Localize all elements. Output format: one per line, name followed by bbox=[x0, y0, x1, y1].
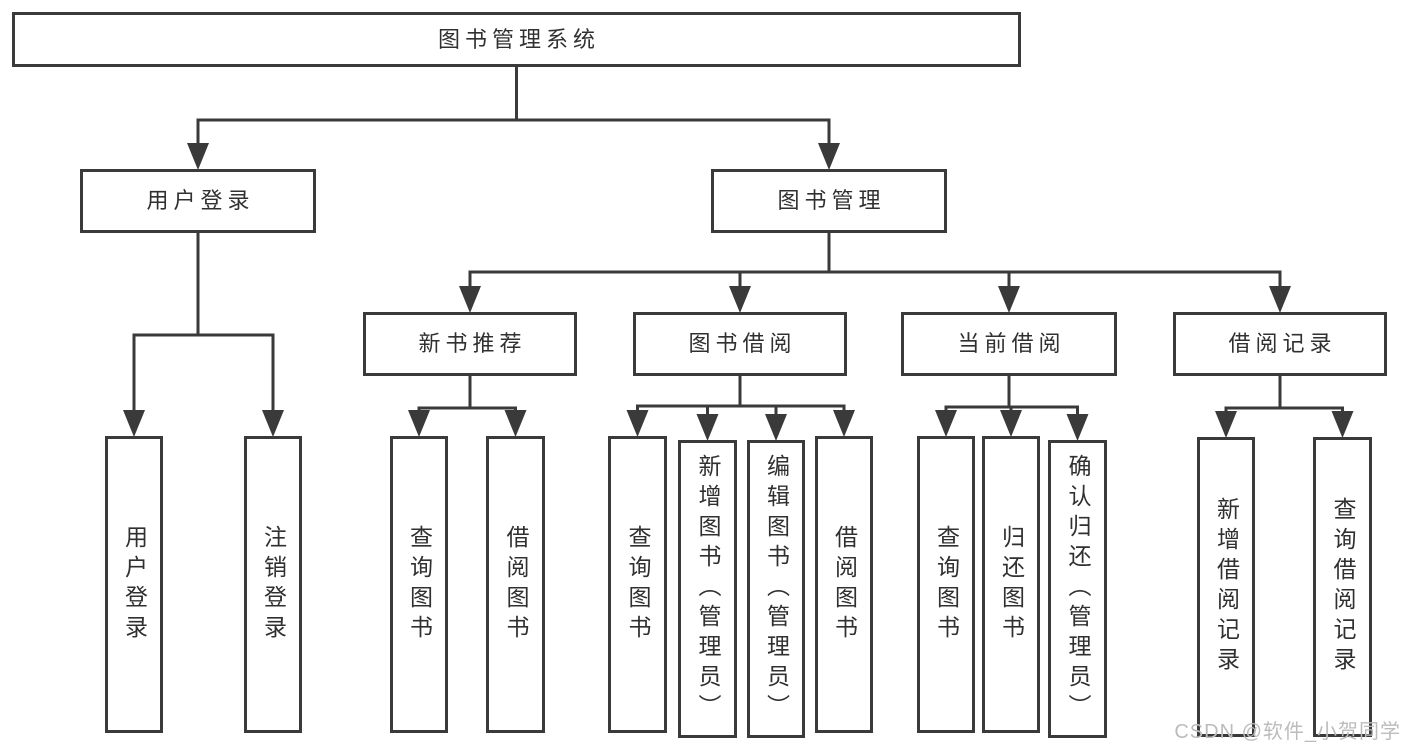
box-new-book-recommendation-label: 新书推荐 bbox=[418, 331, 527, 356]
arrowhead-icon bbox=[626, 410, 649, 437]
box-borrowing-records-label: 借阅记录 bbox=[1228, 331, 1337, 356]
leaf-add-books-admin: 新增图书（管理员） bbox=[678, 440, 737, 738]
arrowhead-icon bbox=[729, 286, 751, 313]
leaf-borrow-books-borrow: 借阅图书 bbox=[815, 436, 873, 733]
arrowhead-icon bbox=[459, 286, 481, 313]
leaf-query-books-current: 查询图书 bbox=[917, 436, 975, 733]
box-library-system: 图书管理系统 bbox=[12, 12, 1021, 67]
leaf-return-books: 归还图书 bbox=[982, 436, 1040, 733]
leaf-confirm-return-admin-label: 确认归还（管理员） bbox=[1065, 454, 1091, 724]
box-user-login-label: 用户登录 bbox=[146, 188, 255, 213]
arrowhead-icon bbox=[504, 410, 527, 437]
arrowhead-icon bbox=[1000, 410, 1022, 437]
leaf-return-books-label: 归还图书 bbox=[998, 524, 1025, 645]
box-new-book-recommendation: 新书推荐 bbox=[363, 312, 577, 376]
arrowhead-icon bbox=[187, 143, 209, 170]
leaf-confirm-return-admin: 确认归还（管理员） bbox=[1048, 440, 1107, 738]
arrowhead-icon bbox=[833, 410, 855, 437]
watermark: CSDN @软件_小贺同学 bbox=[1174, 721, 1401, 743]
box-book-management-label: 图书管理 bbox=[777, 188, 886, 213]
box-book-borrowing: 图书借阅 bbox=[633, 312, 847, 376]
arrowhead-icon bbox=[935, 410, 957, 437]
leaf-query-borrow-record-label: 查询借阅记录 bbox=[1330, 497, 1356, 677]
leaf-borrow-books-recommend: 借阅图书 bbox=[486, 436, 545, 733]
box-book-management: 图书管理 bbox=[711, 169, 947, 233]
box-current-borrowing-label: 当前借阅 bbox=[957, 331, 1066, 356]
leaf-query-borrow-record: 查询借阅记录 bbox=[1313, 437, 1372, 737]
arrowhead-icon bbox=[408, 410, 430, 437]
arrowhead-icon bbox=[818, 143, 840, 170]
box-current-borrowing: 当前借阅 bbox=[901, 312, 1117, 376]
leaf-add-books-admin-label: 新增图书（管理员） bbox=[695, 454, 721, 724]
arrowhead-icon bbox=[123, 410, 145, 437]
leaf-borrow-books-recommend-label: 借阅图书 bbox=[503, 524, 529, 645]
box-book-borrowing-label: 图书借阅 bbox=[688, 331, 797, 356]
leaf-borrow-books-borrow-label: 借阅图书 bbox=[831, 524, 858, 645]
arrowhead-icon bbox=[1269, 286, 1291, 313]
leaf-query-books-current-label: 查询图书 bbox=[933, 524, 960, 645]
leaf-query-books-borrow: 查询图书 bbox=[608, 436, 667, 733]
leaf-user-login: 用户登录 bbox=[105, 436, 163, 733]
arrowhead-icon bbox=[765, 414, 787, 441]
arrowhead-icon bbox=[1066, 414, 1089, 441]
arrowhead-icon bbox=[1331, 411, 1354, 438]
arrowhead-icon bbox=[998, 286, 1020, 313]
leaf-query-books-borrow-label: 查询图书 bbox=[625, 524, 651, 645]
leaf-edit-books-admin: 编辑图书（管理员） bbox=[747, 440, 805, 738]
leaf-user-login-label: 用户登录 bbox=[121, 524, 148, 645]
leaf-add-borrow-record: 新增借阅记录 bbox=[1197, 437, 1255, 737]
leaf-logout-label: 注销登录 bbox=[260, 524, 287, 645]
leaf-query-books-recommend-label: 查询图书 bbox=[406, 524, 433, 645]
arrowhead-icon bbox=[262, 410, 284, 437]
box-borrowing-records: 借阅记录 bbox=[1173, 312, 1387, 376]
leaf-logout: 注销登录 bbox=[244, 436, 302, 733]
box-user-login: 用户登录 bbox=[80, 169, 316, 233]
arrowhead-icon bbox=[696, 414, 719, 441]
leaf-query-books-recommend: 查询图书 bbox=[390, 436, 448, 733]
leaf-add-borrow-record-label: 新增借阅记录 bbox=[1213, 497, 1240, 677]
leaf-edit-books-admin-label: 编辑图书（管理员） bbox=[763, 454, 790, 724]
box-library-system-label: 图书管理系统 bbox=[437, 26, 600, 52]
arrowhead-icon bbox=[1215, 411, 1237, 438]
